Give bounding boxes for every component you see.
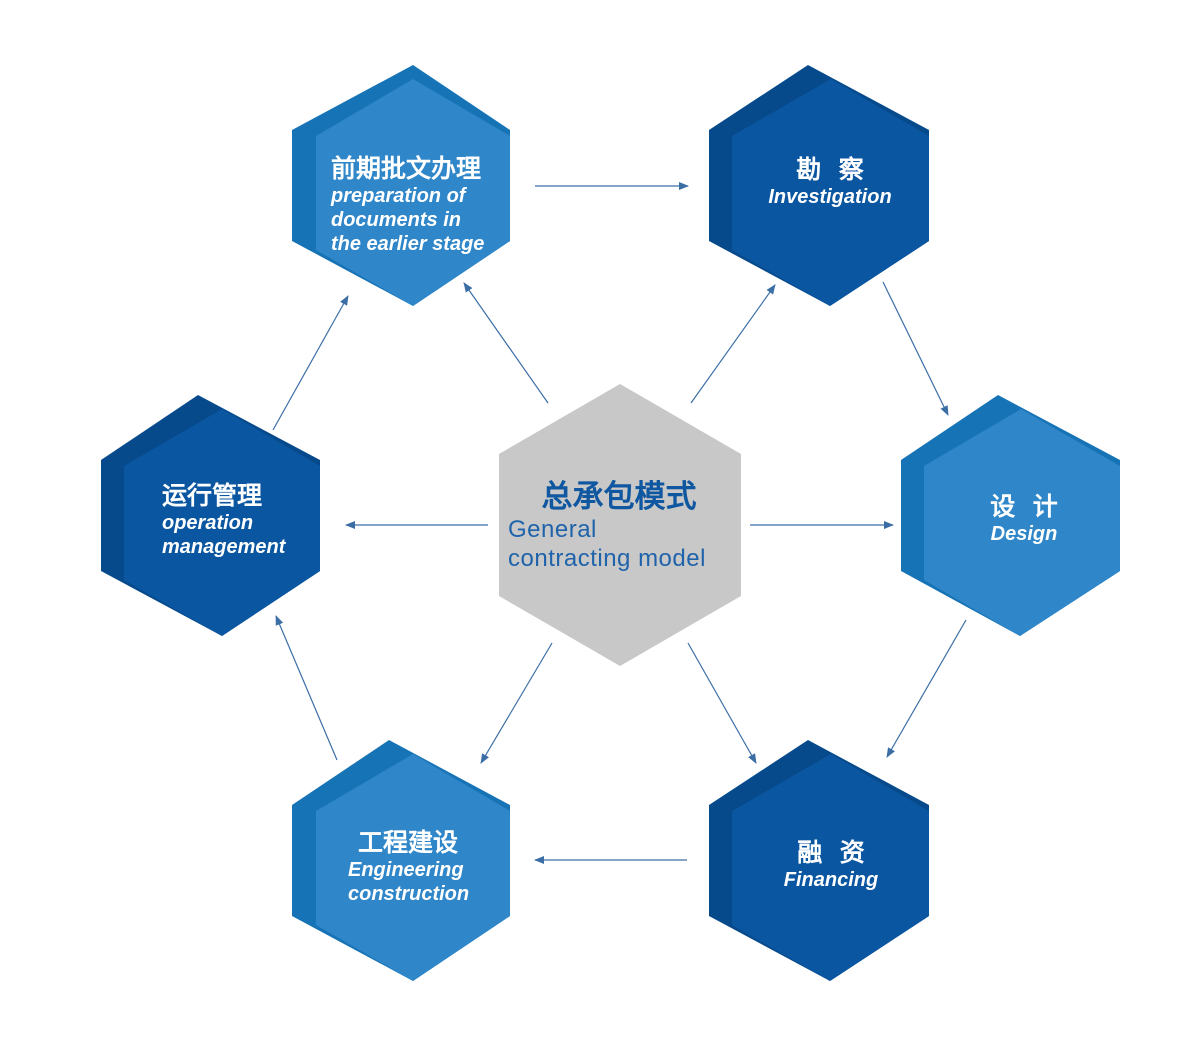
arrows	[272, 182, 967, 864]
arrow-design-to-financing	[886, 619, 967, 758]
label-investigation: 勘 察 Investigation	[742, 155, 918, 209]
arrow-center-to-preparation	[463, 282, 549, 404]
financing-title: 融 资	[797, 838, 865, 867]
hex-financing	[709, 740, 929, 981]
operation-title: 运行管理	[162, 481, 263, 510]
arrow-operation-to-preparation	[272, 295, 349, 431]
hex-operation	[101, 395, 320, 636]
hex-center	[499, 384, 741, 666]
label-financing: 融 资 Financing	[746, 838, 916, 892]
investigation-title: 勘 察	[796, 155, 864, 184]
financing-line1: Financing	[783, 869, 879, 891]
preparation-line3: the earlier stage	[331, 233, 485, 255]
operation-line1: operation	[162, 512, 254, 534]
hex-financing-face	[732, 754, 929, 981]
preparation-line2: documents in	[331, 209, 462, 231]
engineering-title: 工程建设	[358, 828, 459, 857]
label-design: 设 计 Design	[940, 492, 1108, 546]
hex-preparation	[292, 65, 510, 306]
design-line1: Design	[990, 523, 1058, 545]
hex-investigation	[709, 65, 929, 306]
hex-preparation-face	[316, 79, 510, 306]
preparation-title: 前期批文办理	[331, 154, 482, 183]
preparation-line1: preparation of	[331, 185, 466, 207]
investigation-line1: Investigation	[768, 186, 892, 208]
operation-line2: management	[162, 536, 286, 558]
label-operation: 运行管理 operation management	[162, 481, 312, 559]
hex-design-face	[924, 409, 1120, 636]
arrow-center-to-financing	[687, 642, 757, 764]
center-subtitle-line2: contracting model	[508, 545, 706, 572]
arrow-center-to-investigation	[690, 284, 776, 404]
hex-design	[901, 395, 1120, 636]
design-title: 设 计	[990, 492, 1058, 521]
center-title: 总承包模式	[541, 479, 697, 515]
center-subtitle-line1: General	[508, 516, 597, 543]
label-center: 总承包模式 General contracting model	[508, 479, 738, 573]
engineering-line1: Engineering	[348, 859, 464, 881]
engineering-line2: construction	[348, 883, 470, 905]
arrow-investigation-to-design	[882, 281, 949, 416]
hex-operation-face	[124, 409, 320, 636]
hex-engineering-face	[316, 754, 510, 981]
arrow-engineering-to-operation	[275, 615, 338, 761]
label-engineering: 工程建设 Engineering construction	[348, 828, 508, 906]
hex-engineering	[292, 740, 510, 981]
hex-investigation-face	[732, 79, 929, 306]
label-preparation: 前期批文办理 preparation of documents in the e…	[331, 154, 511, 256]
arrow-center-to-engineering	[480, 642, 553, 764]
